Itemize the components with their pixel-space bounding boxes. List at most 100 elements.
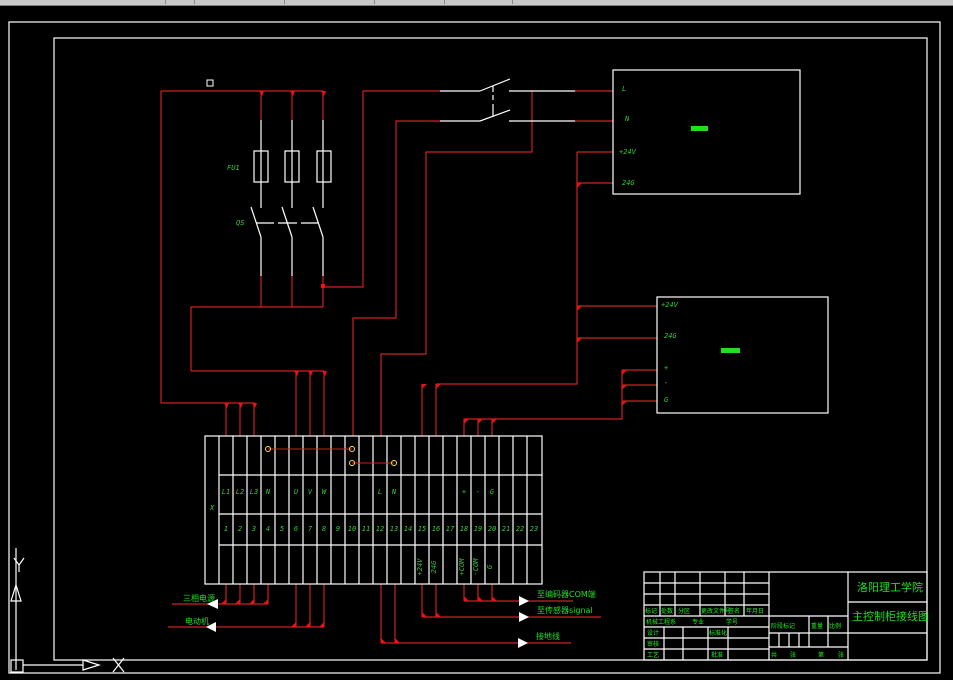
institution-name: 洛阳理工学院: [857, 580, 923, 594]
tb-header-sign: 签名: [728, 607, 740, 615]
inner-frame: [53, 37, 928, 661]
terminal-number: 11: [362, 525, 370, 533]
device2-pin-24v: +24V: [661, 301, 679, 309]
tb-approve: 批准: [711, 651, 723, 659]
toolbar-strip: [0, 0, 953, 6]
tb-review: 审核: [647, 640, 659, 648]
drawing-title: 主控制柜接线图: [852, 609, 929, 623]
wires: [160, 90, 657, 644]
terminal-number: 22: [516, 525, 524, 533]
tb-header-date: 年月日: [746, 607, 764, 615]
terminal-signal-label: N: [391, 488, 397, 496]
tb-total: 共: [771, 651, 777, 659]
outer-frame: [8, 21, 941, 674]
tb-major: 专业: [692, 618, 704, 626]
toolbar-segment[interactable]: [0, 0, 166, 4]
tb-dept: 机械工程系: [646, 618, 676, 626]
terminal-number: 12: [376, 525, 384, 533]
terminal-number: 15: [418, 525, 426, 533]
device2-pin-minus: -: [664, 379, 668, 387]
terminal-number: 14: [404, 525, 412, 533]
toolbar-segment[interactable]: [200, 0, 285, 4]
device2-pin-g: G: [664, 396, 669, 404]
tb-weight: 重量: [811, 622, 823, 630]
device1-pin-24v: +24V: [619, 148, 637, 156]
terminal-signal-label: L3: [250, 488, 258, 496]
terminal-number: 23: [530, 525, 538, 533]
terminal-number: 7: [308, 525, 313, 533]
tb-header-docno: 更改文件号: [701, 607, 731, 615]
terminal-signal-label: V: [308, 488, 313, 496]
terminal-number: 1: [224, 525, 228, 533]
terminal-signal-label: G: [490, 488, 495, 496]
fuse-3: [316, 150, 332, 183]
terminal-bottom-label: +COM: [458, 558, 466, 576]
tb-process: 工艺: [647, 651, 659, 659]
cable-label-ground: 接地线: [536, 631, 560, 641]
terminal-number: 8: [322, 525, 326, 533]
tb-header-mark: 标记: [645, 607, 657, 615]
terminal-number: 3: [251, 525, 256, 533]
terminal-bottom-label: -COM: [472, 558, 480, 576]
device1-name-text: [691, 126, 708, 131]
tb-stage-mark: 阶段标记: [771, 622, 795, 630]
device2-pin-plus: +: [664, 364, 668, 372]
fuse-and-switch: [250, 78, 575, 276]
terminal-block[interactable]: [204, 435, 543, 585]
tb-sheets-1: 张: [790, 651, 796, 659]
terminal-block-label: X: [209, 504, 215, 512]
power-supply-box[interactable]: [612, 69, 801, 195]
tb-sheets-2: 张: [838, 651, 844, 659]
terminal-number: 4: [266, 525, 270, 533]
terminal-number: 5: [280, 525, 284, 533]
tb-standard: 标准化: [709, 629, 727, 637]
toolbar-segment[interactable]: [166, 0, 195, 4]
terminal-signal-label: W: [322, 488, 327, 496]
toolbar-segment[interactable]: [286, 0, 375, 4]
fuse-label: FU1: [227, 164, 240, 172]
device1-pin-l: L: [622, 85, 626, 93]
terminal-bottom-label: +24V: [416, 558, 424, 576]
cable-label-com: 至编码器COM端: [537, 589, 596, 599]
tb-design: 设计: [647, 629, 659, 637]
terminal-number: 20: [488, 525, 496, 533]
switch-label: QS: [236, 219, 244, 227]
terminal-bottom-label: 24G: [430, 560, 438, 573]
tb-header-count: 处数: [661, 607, 673, 615]
tb-student-no: 学号: [726, 618, 738, 626]
toolbar-segment[interactable]: [376, 0, 445, 4]
junction-markers: [221, 91, 627, 643]
terminal-number: 21: [502, 525, 510, 533]
device2-name-text: [721, 348, 740, 353]
terminal-number: 2: [238, 525, 242, 533]
terminal-number: 16: [432, 525, 440, 533]
terminal-number: 19: [474, 525, 482, 533]
device1-pin-24g: 24G: [622, 179, 635, 187]
marker-square: [206, 79, 214, 87]
cable-label-power: 三相电源: [183, 593, 215, 603]
terminal-signal-label: -: [476, 488, 480, 496]
tb-number: 第: [818, 651, 824, 659]
device2-pin-24g: 24G: [664, 332, 677, 340]
terminal-number: 13: [390, 525, 398, 533]
terminal-bottom-label: G: [486, 564, 494, 569]
controller-box[interactable]: [656, 296, 829, 414]
terminal-number: 6: [294, 525, 298, 533]
cable-label-signal: 至传感器signal: [537, 605, 593, 615]
fuse-2: [284, 150, 300, 183]
terminal-number: 18: [460, 525, 468, 533]
terminal-signal-label: L: [378, 488, 382, 496]
terminal-jumpers: [265, 446, 397, 466]
terminal-signal-label: +: [462, 488, 466, 496]
title-block: [643, 571, 928, 661]
toolbar-segment[interactable]: [446, 0, 513, 4]
terminal-signal-label: N: [265, 488, 271, 496]
fuse-1: [253, 150, 269, 183]
device1-pin-n: N: [624, 115, 630, 123]
cable-label-motor: 电动机: [185, 616, 209, 626]
terminal-signal-label: L1: [222, 488, 230, 496]
terminal-number: 9: [336, 525, 340, 533]
tb-header-zone: 分区: [678, 607, 690, 615]
